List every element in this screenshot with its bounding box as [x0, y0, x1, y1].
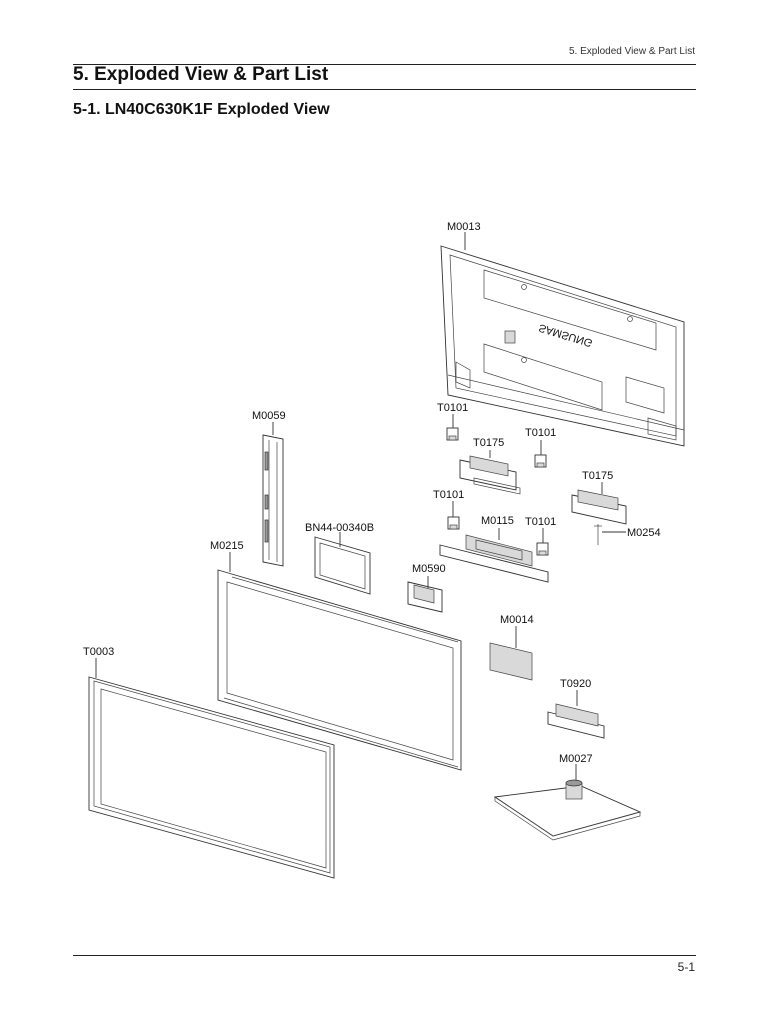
- subsection-title: 5-1. LN40C630K1F Exploded View: [73, 101, 330, 118]
- clip-part-3: [447, 516, 460, 530]
- callout-m0013: M0013: [447, 221, 481, 233]
- callout-t0920: T0920: [560, 678, 591, 690]
- callout-t0003: T0003: [83, 646, 114, 658]
- callout-t0175-b: T0175: [582, 470, 613, 482]
- callout-m0014: M0014: [500, 614, 534, 626]
- header-rule: [73, 64, 696, 65]
- callout-t0101-c: T0101: [433, 489, 464, 501]
- callout-m0027: M0027: [559, 753, 593, 765]
- callout-m0059: M0059: [252, 410, 286, 422]
- stand-base-part: [493, 779, 642, 841]
- page-number: 5-1: [677, 960, 695, 974]
- stand-bracket-right-part: [571, 489, 627, 525]
- callout-t0101-a: T0101: [437, 402, 468, 414]
- power-board-part: [314, 536, 371, 595]
- lcd-panel-part: [217, 569, 462, 771]
- stand-cover-part: [547, 703, 605, 739]
- callout-t0101-d: T0101: [525, 516, 556, 528]
- screw-part: [594, 524, 602, 545]
- callout-m0590: M0590: [412, 563, 446, 575]
- section-title: 5. Exploded View & Part List: [73, 64, 329, 85]
- rear-cover-part: SAMSUNG: [440, 245, 685, 447]
- callout-t0101-b: T0101: [525, 427, 556, 439]
- mount-bracket-part: [407, 581, 443, 613]
- stand-bracket-left-part: [459, 455, 521, 495]
- callout-m0115: M0115: [481, 515, 514, 527]
- front-bezel-part: [88, 676, 335, 879]
- callout-bn44: BN44-00340B: [305, 522, 374, 534]
- clip-part-2: [534, 454, 547, 468]
- callout-t0175-a: T0175: [473, 437, 504, 449]
- rating-label-part: [489, 642, 533, 681]
- clip-part-1: [446, 427, 459, 441]
- bottom-bracket-part: [439, 534, 549, 583]
- side-board-part: [262, 434, 284, 567]
- running-header: 5. Exploded View & Part List: [569, 46, 695, 57]
- footer-rule: [73, 955, 696, 956]
- callout-m0254: M0254: [627, 527, 661, 539]
- clip-part-4: [536, 542, 549, 556]
- title-rule: [73, 89, 696, 90]
- callout-m0215: M0215: [210, 540, 244, 552]
